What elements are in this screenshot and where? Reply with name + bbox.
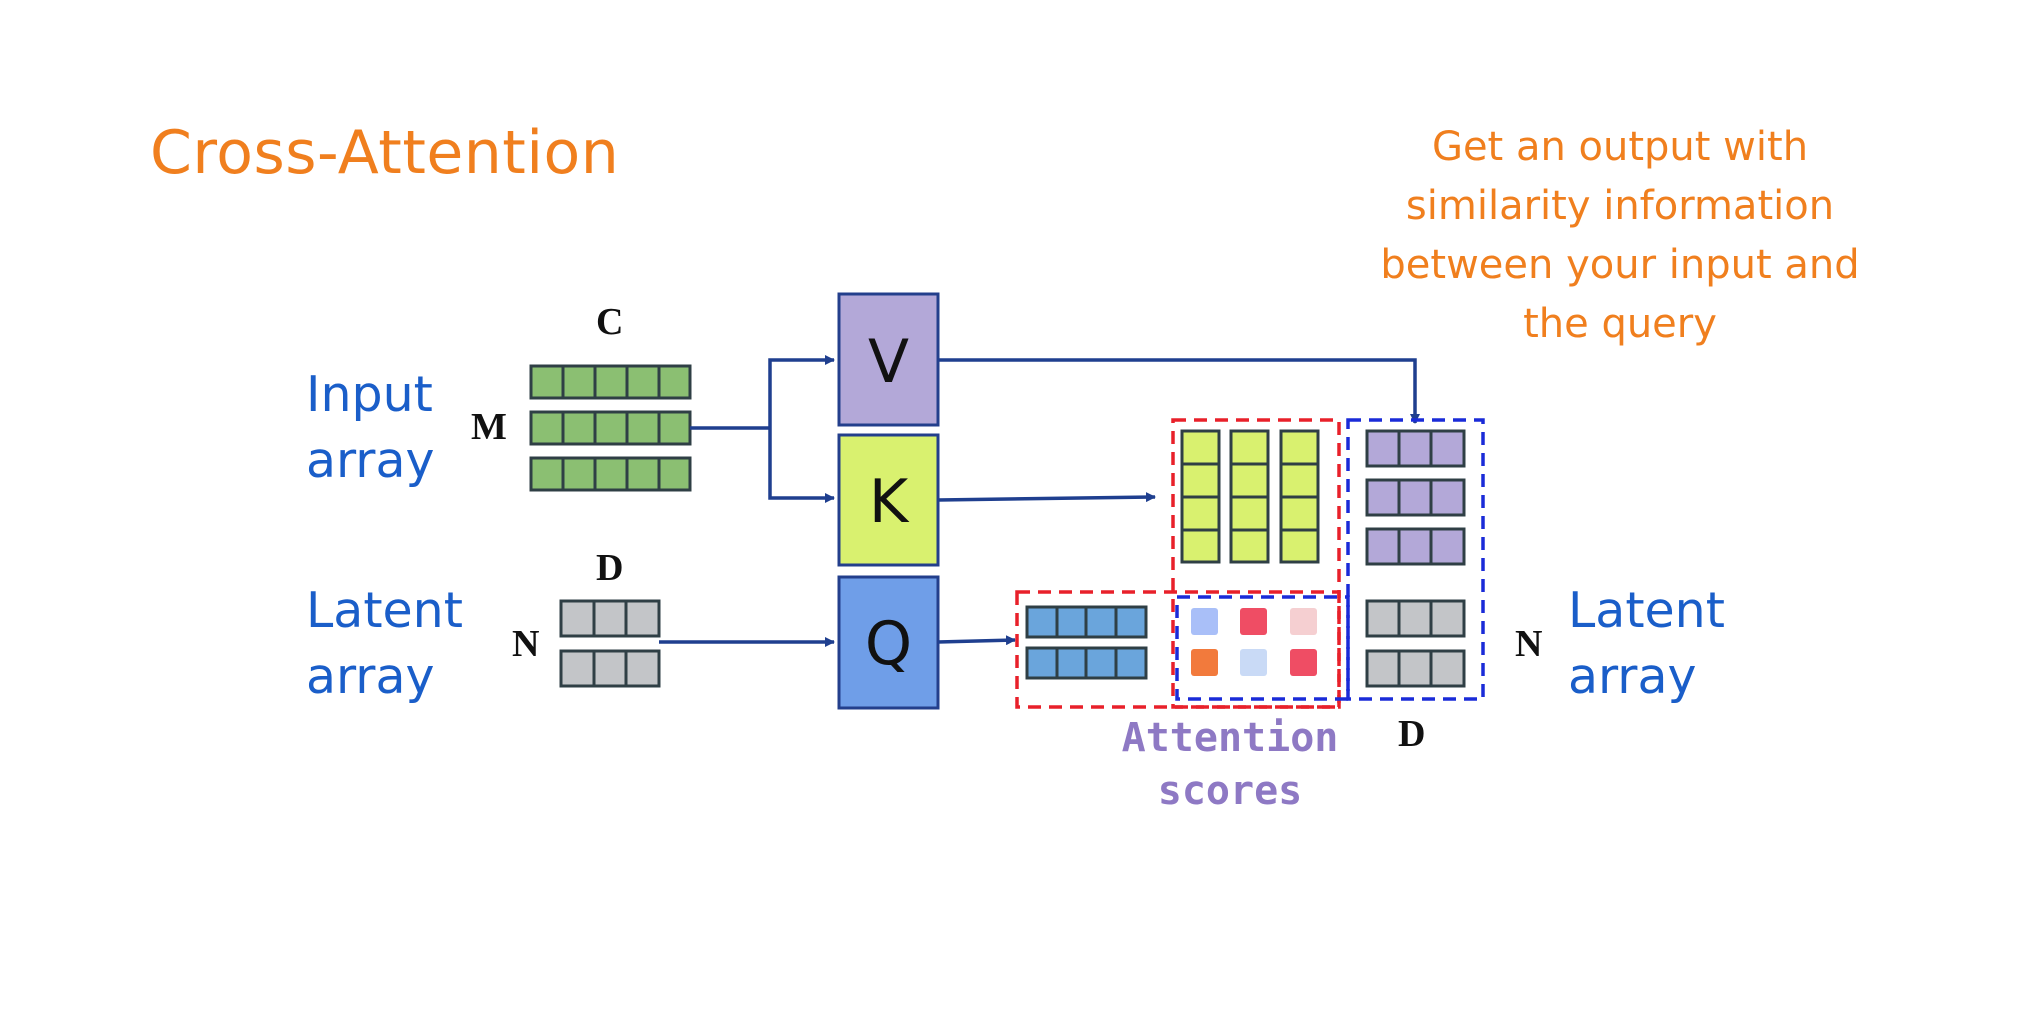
dim-c-label: C: [596, 301, 624, 343]
input-to-k-arrow: [768, 428, 835, 503]
blue-values-outline: [1346, 418, 1485, 701]
latent-array-input-label: Latent array: [306, 582, 463, 705]
query-matrix: [1025, 605, 1148, 680]
output-note-line-2: similarity information: [1405, 183, 1835, 229]
v-box-letter: V: [868, 327, 909, 397]
blue-scores-outline: [1175, 595, 1350, 701]
v-box: V: [837, 292, 940, 427]
q-box-letter: Q: [865, 609, 912, 679]
dim-n-input-label: N: [512, 623, 540, 665]
input-array-row: [529, 364, 692, 400]
latent-array-output-label: Latent array: [1568, 582, 1725, 705]
k-box: K: [837, 433, 940, 567]
red-query-outline: [1015, 590, 1341, 709]
dashed-outlines: [1015, 418, 1485, 709]
k-to-keys-arrow: [937, 492, 1156, 503]
input-array-row: [529, 410, 692, 446]
input-array-label: Input array: [306, 366, 435, 489]
output-note-line-1: Get an output with: [1431, 124, 1809, 170]
q-to-query-arrow: [937, 635, 1016, 646]
latent-input-matrix: [559, 599, 661, 688]
red-keys-outline: [1171, 418, 1341, 709]
values-matrix: [1365, 429, 1466, 566]
latent-output-matrix: [1365, 599, 1466, 688]
v-to-values-arrow: [938, 358, 1420, 424]
k-box-letter: K: [869, 467, 910, 537]
slide-title: Cross-Attention: [150, 118, 620, 188]
output-note-line-3: between your input and: [1380, 242, 1860, 288]
input-array-row: [529, 456, 692, 492]
attention-scores-label: Attention scores: [1121, 715, 1339, 814]
attention-score-grid: [1191, 608, 1317, 676]
dim-d-input-label: D: [596, 547, 624, 589]
output-note-line-4: the query: [1523, 301, 1717, 347]
input-array-matrix: [529, 364, 692, 492]
dim-n-output-label: N: [1515, 623, 1543, 665]
output-note: Get an output with similarity informatio…: [1330, 118, 1910, 354]
dim-m-label: M: [471, 406, 507, 448]
keys-matrix: [1180, 429, 1320, 564]
arrows: [659, 355, 1420, 647]
dim-d-output-label: D: [1398, 713, 1426, 755]
input-to-v-arrow: [768, 355, 835, 428]
q-box: Q: [837, 575, 940, 710]
